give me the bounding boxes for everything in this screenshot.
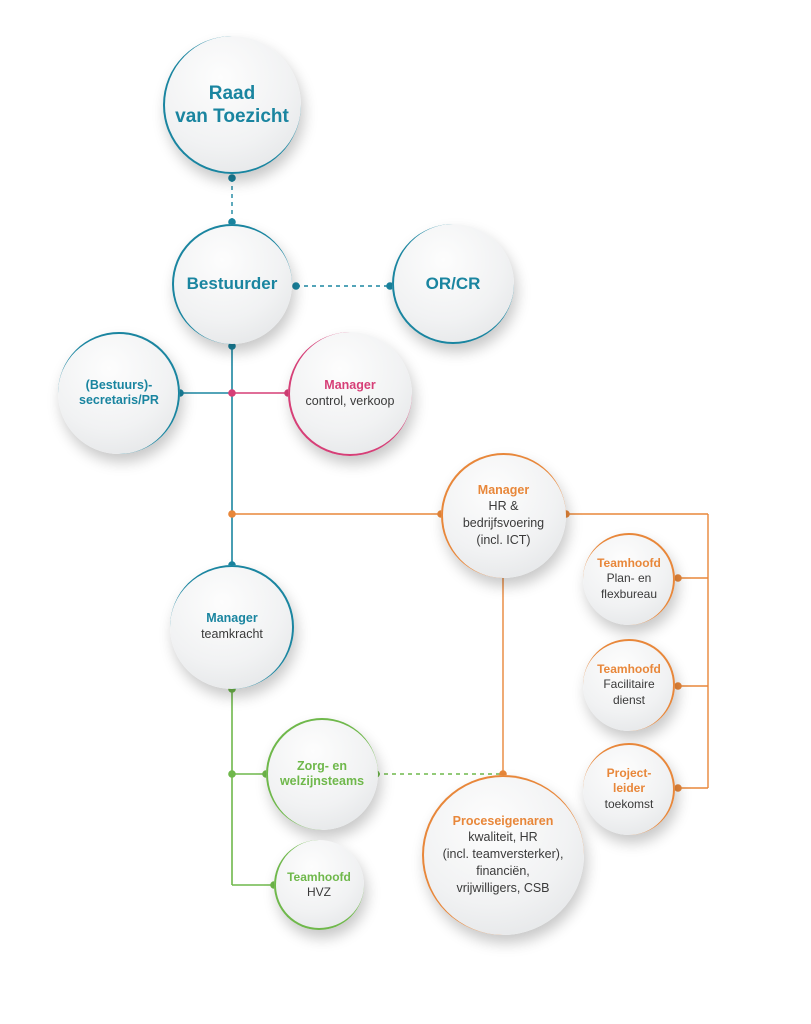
node-or-cr: OR/CR: [392, 224, 514, 344]
manager-hr-subtitle: HR & bedrijfsvoering (incl. ICT): [462, 498, 545, 547]
secretaris-title: (Bestuurs)- secretaris/PR: [79, 377, 159, 407]
proces-subtitle: kwaliteit, HR (incl. teamversterker), fi…: [442, 829, 564, 895]
node-manager-teamkracht: Manager teamkracht: [170, 565, 294, 689]
node-bestuurssecretaris: (Bestuurs)- secretaris/PR: [58, 332, 180, 454]
teamhoofd-plan-subtitle: Plan- en flexbureau: [600, 571, 658, 602]
orcr-title: OR/CR: [425, 273, 481, 293]
node-teamhoofd-hvz: Teamhoofd HVZ: [274, 840, 364, 930]
node-bestuurder: Bestuurder: [172, 224, 292, 344]
node-raad-van-toezicht: Raad van Toezicht: [163, 36, 301, 174]
manager-control-title: Manager: [324, 377, 376, 392]
proces-title: Proceseigenaren: [452, 813, 554, 828]
teamhoofd-hvz-title: Teamhoofd: [287, 869, 351, 884]
zorg-title: Zorg- en welzijnsteams: [279, 758, 365, 788]
manager-team-title: Manager: [206, 610, 258, 625]
teamhoofd-fac-subtitle: Facilitaire dienst: [603, 677, 655, 708]
teamhoofd-plan-title: Teamhoofd: [597, 555, 661, 570]
node-teamhoofd-facilitaire: Teamhoofd Facilitaire dienst: [583, 639, 675, 731]
manager-control-subtitle: control, verkoop: [305, 394, 395, 409]
raad-title: Raad van Toezicht: [175, 82, 289, 127]
projectleider-title: Project- leider: [606, 766, 652, 795]
teamhoofd-hvz-subtitle: HVZ: [307, 885, 331, 900]
node-manager-control: Manager control, verkoop: [288, 332, 412, 456]
manager-hr-title: Manager: [477, 482, 530, 497]
node-projectleider: Project- leider toekomst: [583, 743, 675, 835]
node-zorg-welzijnsteams: Zorg- en welzijnsteams: [266, 718, 378, 830]
node-teamhoofd-plan: Teamhoofd Plan- en flexbureau: [583, 533, 675, 625]
bestuurder-title: Bestuurder: [186, 273, 278, 293]
node-proceseigenaren: Proceseigenaren kwaliteit, HR (incl. tea…: [422, 775, 584, 935]
node-manager-hr: Manager HR & bedrijfsvoering (incl. ICT): [441, 453, 566, 578]
projectleider-subtitle: toekomst: [604, 796, 654, 811]
manager-team-subtitle: teamkracht: [201, 627, 263, 642]
teamhoofd-fac-title: Teamhoofd: [597, 661, 661, 676]
